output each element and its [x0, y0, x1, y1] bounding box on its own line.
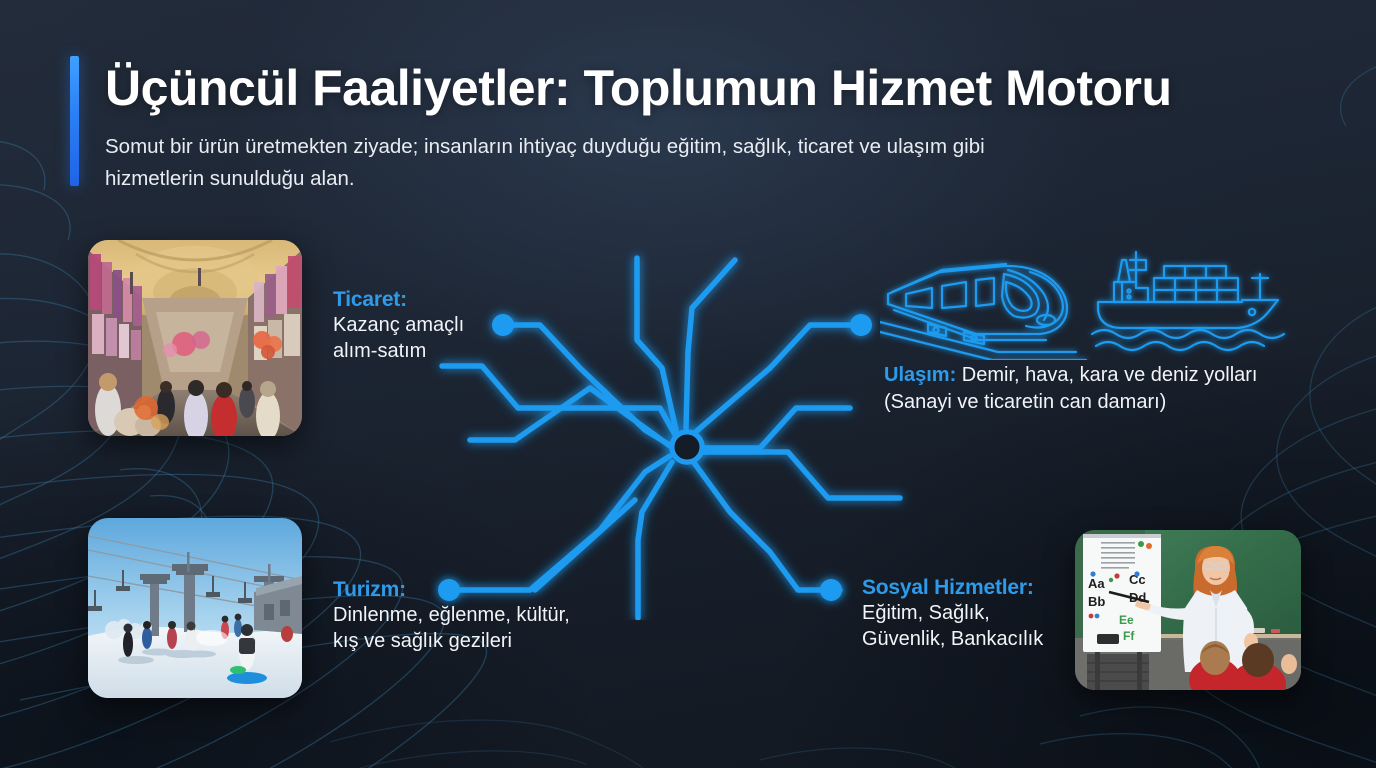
callout-turizm-line-2: kış ve sağlık gezileri — [333, 630, 512, 653]
subtitle-line-1: Somut bir ürün üretmekten ziyade; insanl… — [105, 135, 985, 158]
svg-text:Ee: Ee — [1119, 613, 1134, 627]
callout-turizm-heading: Turizm: — [333, 578, 406, 601]
image-classroom: Aa Bb Cc Dd Ee Ff — [1075, 530, 1301, 690]
branch-right-upper — [689, 405, 853, 451]
branch-up-straight — [634, 255, 679, 433]
callout-ticaret: Ticaret: Kazanç amaçlı alım-satım — [333, 288, 533, 365]
callout-turizm-line-1: Dinlenme, eğlenme, kültür, — [333, 604, 570, 626]
callout-ulasim-line-2: (Sanayi ve ticaretin can damarı) — [884, 390, 1167, 413]
callout-ticaret-line-1: Kazanç amaçlı — [333, 314, 465, 336]
branch-down-left-short — [532, 497, 638, 593]
callout-sosyal-heading: Sosyal Hizmetler: — [862, 576, 1034, 599]
title-accent-bar — [70, 56, 79, 186]
svg-text:Bb: Bb — [1088, 594, 1105, 609]
callout-ulasim: Ulaşım: Demir, hava, kara ve deniz yolla… — [884, 362, 1314, 416]
branch-down-straight — [635, 459, 675, 620]
endpoint-dot-sosyal — [820, 579, 842, 601]
transport-icon-group — [880, 250, 1286, 360]
branch-sosyal — [689, 457, 843, 593]
subtitle-line-2: hizmetlerin sunulduğu alan. — [105, 166, 355, 190]
callout-ticaret-line-2: alım-satım — [333, 340, 427, 363]
branch-left-mid — [439, 363, 681, 443]
callout-turizm-body: Dinlenme, eğlenme, kültür, kış ve sağlık… — [333, 602, 623, 655]
image-ski-resort — [88, 518, 302, 698]
page-subtitle: Somut bir ürün üretmekten ziyade; insanl… — [105, 131, 1265, 195]
callout-ticaret-body: Kazanç amaçlı alım-satım — [333, 312, 533, 365]
cargo-ship-icon — [1090, 250, 1286, 352]
svg-text:Aa: Aa — [1088, 576, 1105, 591]
callout-ulasim-heading: Ulaşım: — [884, 364, 957, 386]
callout-sosyal-body: Eğitim, Sağlık, Güvenlik, Bankacılık — [862, 600, 1112, 653]
image-grand-bazaar — [88, 240, 302, 436]
callout-sosyal-line-1: Eğitim, Sağlık, — [862, 602, 990, 624]
network-hub-node — [669, 429, 705, 465]
branch-up-right — [683, 257, 738, 431]
high-speed-train-icon — [880, 262, 1088, 360]
callout-sosyal: Sosyal Hizmetler: Eğitim, Sağlık, Güvenl… — [862, 576, 1112, 653]
page-title: Üçüncül Faaliyetler: Toplumun Hizmet Mot… — [105, 60, 1172, 116]
callout-ulasim-body: Demir, hava, kara ve deniz yolları — [956, 364, 1258, 386]
callout-turizm: Turizm: Dinlenme, eğlenme, kültür, kış v… — [333, 578, 623, 655]
svg-text:Ff: Ff — [1123, 629, 1135, 643]
callout-ulasim-line-1: Ulaşım: Demir, hava, kara ve deniz yolla… — [884, 362, 1314, 389]
endpoint-dot-ulasim — [850, 314, 872, 336]
callout-ticaret-heading: Ticaret: — [333, 288, 407, 311]
branch-ulasim — [689, 322, 863, 438]
branch-left-lower — [467, 385, 673, 449]
branch-right-lower — [689, 449, 903, 501]
branch-turizm — [447, 453, 673, 593]
svg-text:Cc: Cc — [1129, 572, 1146, 587]
callout-sosyal-line-2: Güvenlik, Bankacılık — [862, 628, 1044, 651]
